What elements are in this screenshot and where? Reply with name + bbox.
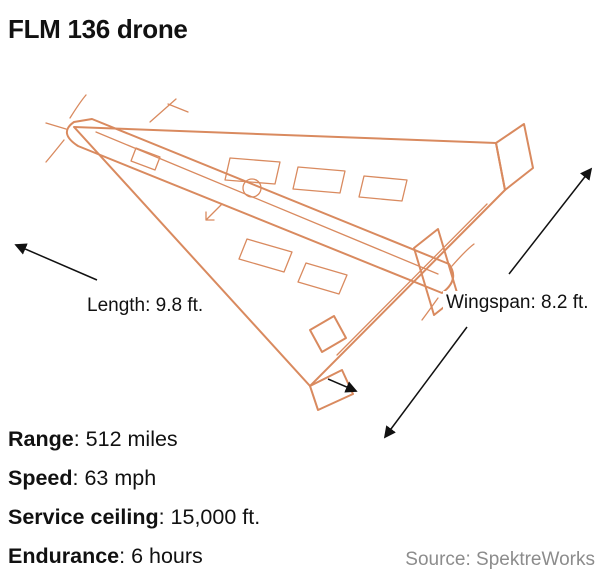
center-line [95,131,439,275]
spec-value: : 63 mph [72,466,157,490]
drone-right-wingtip [495,123,534,191]
drone-bottom-wingtip [309,369,354,411]
source-credit: Source: SpektreWorks [405,549,595,570]
spec-label: Speed [8,466,73,490]
spec-value: : 6 hours [119,544,203,568]
wing-panel [238,238,293,273]
elevon-line [336,203,488,356]
wing-panel [292,166,346,194]
antenna-icon [149,98,189,123]
page-title: FLM 136 drone [8,14,188,44]
spec-label: Range [8,427,74,451]
wing-hatch [130,147,161,171]
length-dimension-label: Length: 9.8 ft. [84,294,207,318]
spec-value: : 512 miles [73,427,178,451]
length-arrow-icon [14,243,358,393]
spec-label: Service ceiling [8,505,159,529]
detail-mark [205,203,223,221]
wing-panel [297,262,348,295]
nose-propeller-icon [45,94,87,163]
spec-label: Endurance [8,544,120,568]
drone-mid-fin [309,315,347,353]
spec-row-speed: Speed: 63 mph [8,459,260,498]
spec-row-endurance: Endurance: 6 hours [8,537,260,576]
spec-row-range: Range: 512 miles [8,420,260,459]
wing-panel [224,157,281,185]
rear-propeller-icon [421,243,475,321]
drone-fuselage [66,118,455,294]
spec-value: : 15,000 ft. [158,505,261,529]
wingspan-arrow-icon [383,167,593,439]
drone-illustration [45,94,534,411]
dimension-arrows [14,167,593,439]
spec-list: Range: 512 miles Speed: 63 mph Service c… [8,420,260,576]
wingspan-dimension-label: Wingspan: 8.2 ft. [443,291,592,315]
spec-row-service-ceiling: Service ceiling: 15,000 ft. [8,498,260,537]
wing-panel [358,175,408,202]
